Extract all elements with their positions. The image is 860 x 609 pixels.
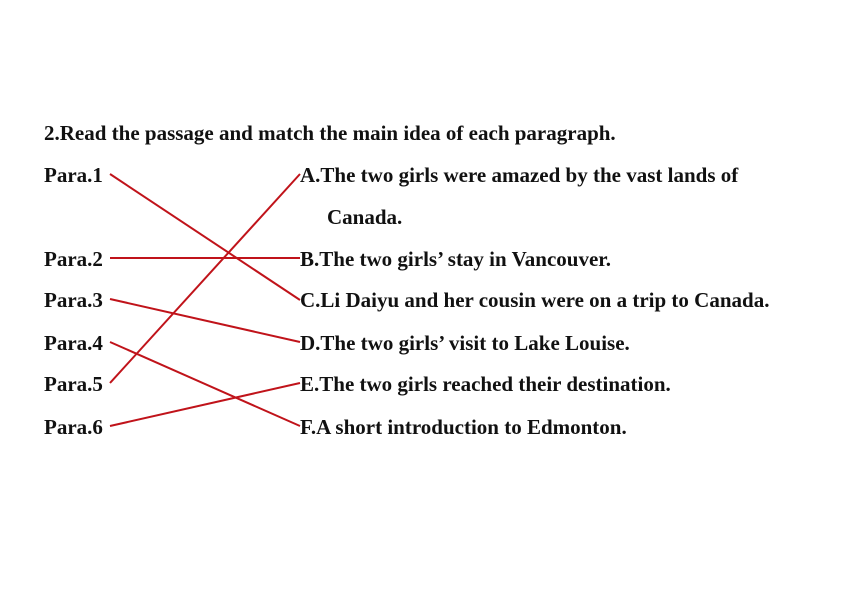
match-line-para3-d <box>109 298 301 343</box>
para-label-2[interactable]: Para.2 <box>44 247 103 271</box>
para-label-5[interactable]: Para.5 <box>44 372 103 396</box>
instruction-text: 2.Read the passage and match the main id… <box>44 121 616 145</box>
para-label-6[interactable]: Para.6 <box>44 415 103 439</box>
para-label-1[interactable]: Para.1 <box>44 163 103 187</box>
match-line-para5-a <box>109 173 301 384</box>
match-line-para6-e <box>109 382 301 427</box>
option-e[interactable]: E.The two girls reached their destinatio… <box>300 372 671 396</box>
para-label-4[interactable]: Para.4 <box>44 331 103 355</box>
option-d[interactable]: D.The two girls’ visit to Lake Louise. <box>300 331 630 355</box>
option-b[interactable]: B.The two girls’ stay in Vancouver. <box>300 247 611 271</box>
match-line-para4-f <box>109 341 301 427</box>
option-f[interactable]: F.A short introduction to Edmonton. <box>300 415 627 439</box>
option-c[interactable]: C.Li Daiyu and her cousin were on a trip… <box>300 288 770 312</box>
match-line-para1-c <box>109 173 301 301</box>
option-a-continuation: Canada. <box>327 205 403 229</box>
option-a[interactable]: A.The two girls were amazed by the vast … <box>300 163 739 187</box>
para-label-3[interactable]: Para.3 <box>44 288 103 312</box>
